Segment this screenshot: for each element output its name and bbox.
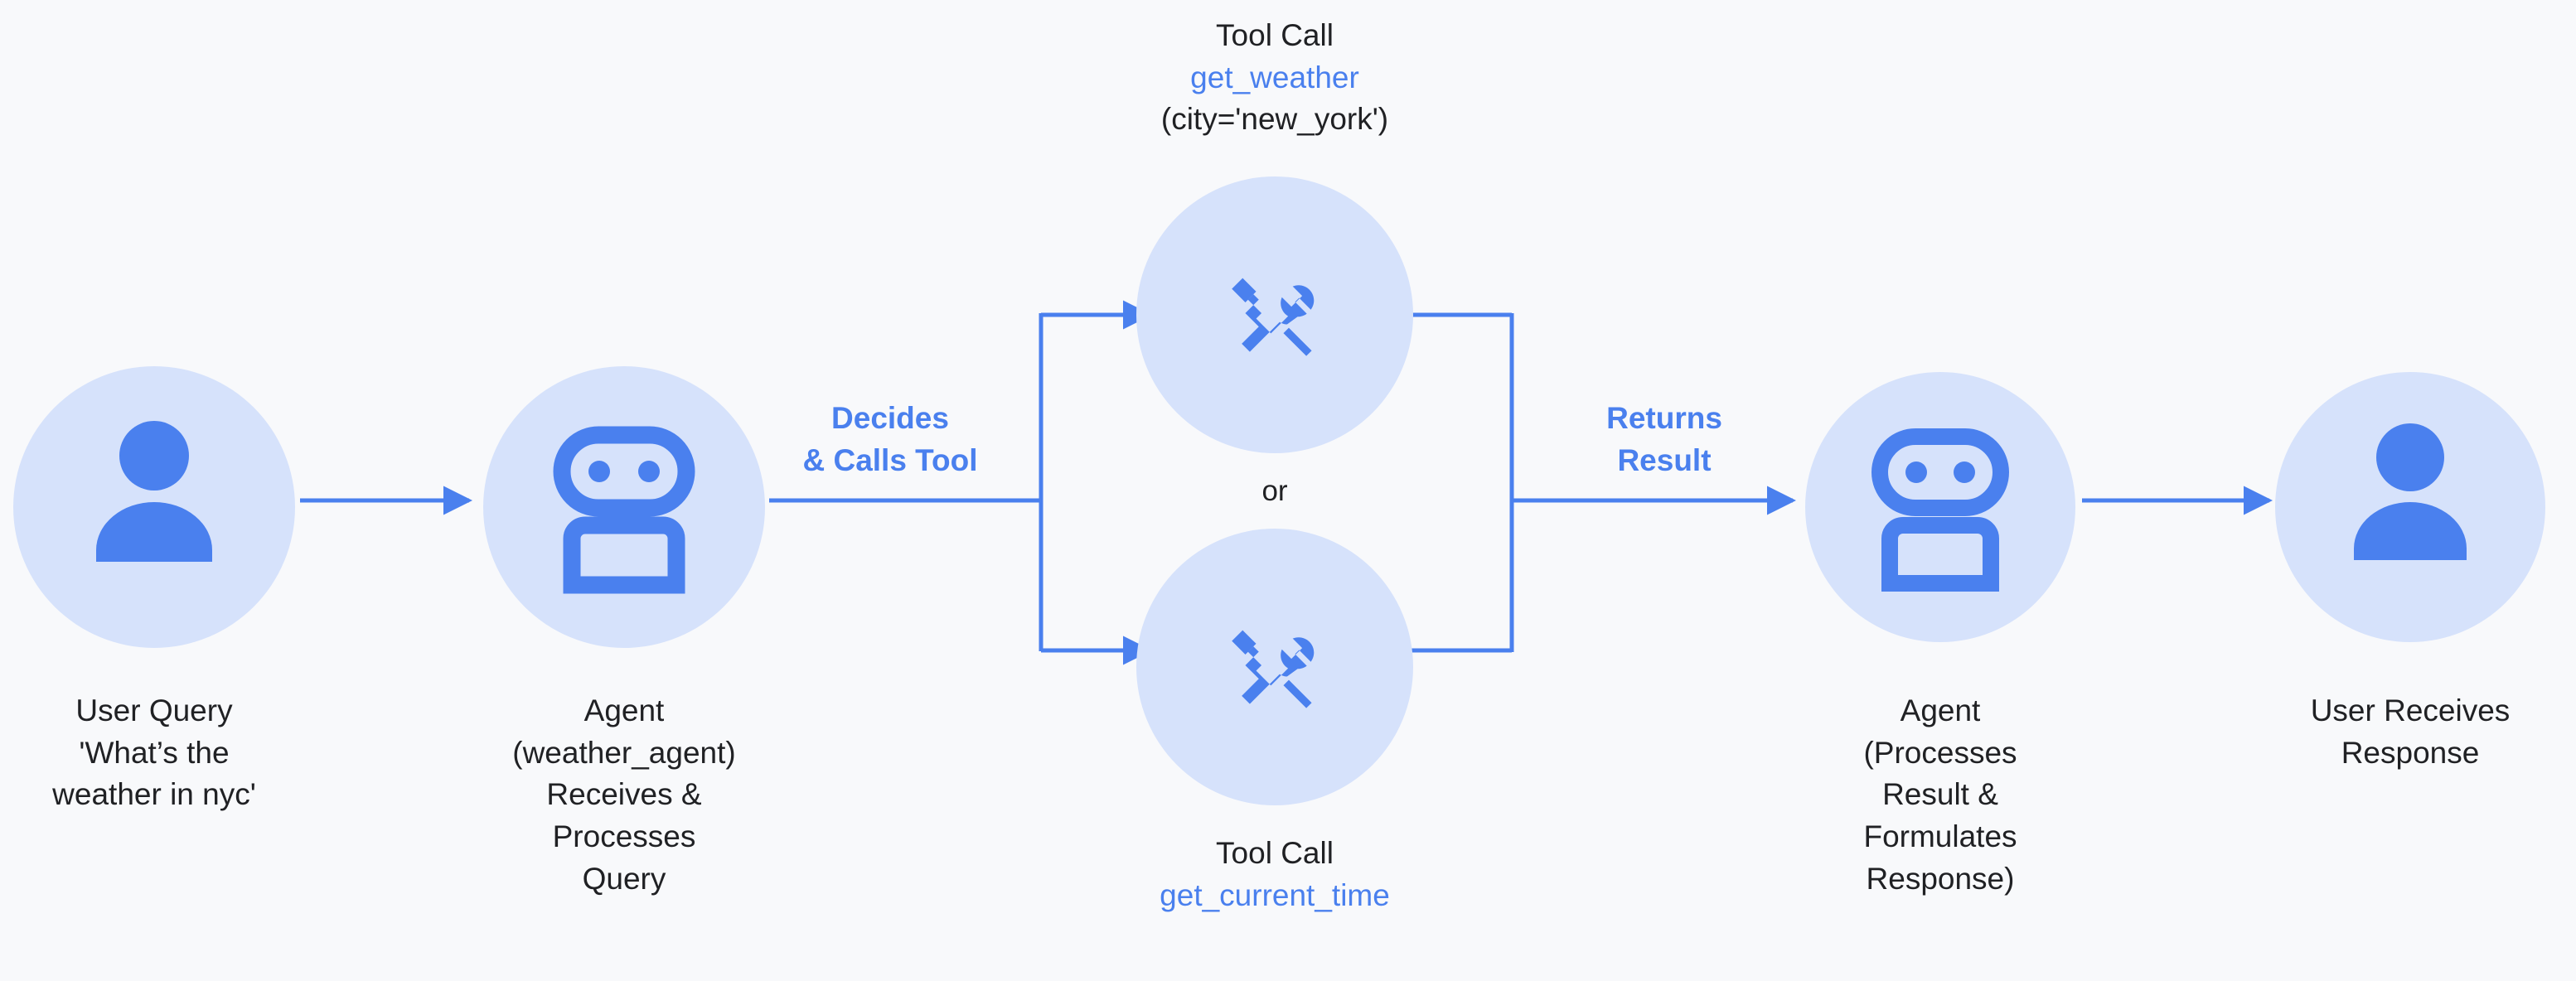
node-circle (1136, 529, 1413, 805)
tool-call-top-line1: Tool Call (1216, 18, 1334, 52)
tool-call-top-function: get_weather (1190, 60, 1359, 94)
node-user-query[interactable] (13, 366, 295, 648)
node-agent-processes[interactable] (1805, 372, 2075, 642)
node-circle (1136, 176, 1413, 453)
node-tool-weather[interactable] (1136, 176, 1413, 453)
or-label: or (1261, 475, 1288, 507)
person-icon (96, 421, 212, 562)
label-agent-processes: Agent (Processes Result & Formulates Res… (1863, 693, 2017, 896)
label-user-receives: User Receives Response (2310, 693, 2511, 770)
node-user-receives[interactable] (2275, 372, 2545, 642)
node-agent-receives[interactable] (483, 366, 765, 648)
tools-icon (1232, 278, 1315, 356)
tool-call-bottom-function: get_current_time (1160, 877, 1390, 912)
tool-call-bottom-line1: Tool Call (1216, 836, 1334, 870)
person-icon (2354, 423, 2467, 560)
label-agent-receives: Agent (weather_agent) Receives & Process… (512, 693, 736, 896)
robot-icon (553, 426, 695, 594)
edge-label-returns: Returns Result (1606, 401, 1722, 477)
node-tool-time[interactable] (1136, 529, 1413, 805)
label-user-query: User Query 'What’s the weather in nyc' (52, 693, 256, 812)
tool-call-caption-bottom: Tool Call get_current_time (1068, 833, 1482, 916)
tool-call-top-args: (city='new_york') (1160, 102, 1389, 137)
tools-icon (1232, 630, 1315, 708)
robot-icon (1871, 428, 2009, 592)
tool-call-caption-top: Tool Call get_weather (city='new_york') (1068, 15, 1482, 141)
edge-label-decides: Decides & Calls Tool (802, 401, 978, 477)
